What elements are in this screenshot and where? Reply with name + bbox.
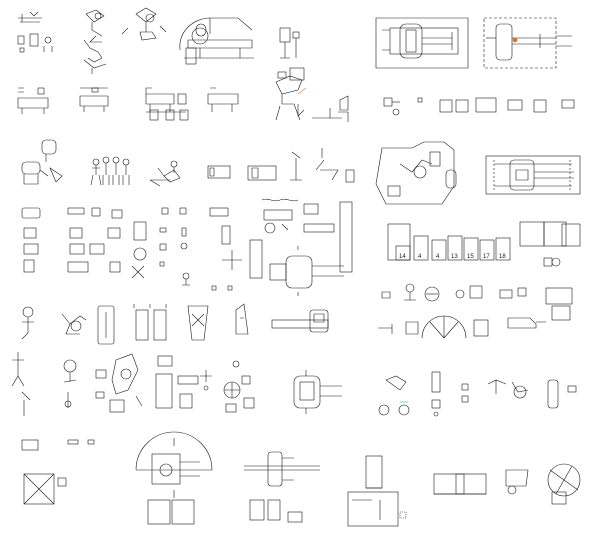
dental-operator-units [378, 375, 577, 416]
operating-theatre-plan [135, 431, 213, 525]
room-label-4: 15 [467, 254, 474, 260]
ct-gantry-with-cart [269, 201, 353, 296]
room-label-0: 14 [399, 254, 406, 260]
treatment-stations-row-6 [155, 355, 212, 409]
prep-room-plan [433, 473, 487, 495]
ct-scanner-plan [485, 155, 581, 195]
bed-plans-row-3 [207, 165, 277, 181]
dental-units-row-6 [11, 352, 107, 416]
room-label-1: 4 [418, 254, 422, 260]
room-label-2: 4 [436, 254, 440, 260]
dental-chair-group-top-left [17, 11, 53, 53]
room-layout-bottom-left [21, 439, 95, 505]
anesthesia-cluster [223, 360, 255, 413]
room-label-3: 13 [451, 254, 458, 260]
dental-chair-top-view [109, 353, 143, 413]
arc-surgical-light [378, 315, 546, 339]
dental-chair-side-orange [275, 75, 307, 121]
operating-table-with-light [244, 451, 320, 523]
dental-chair-silhouettes [297, 95, 349, 122]
small-equipment-row-2 [383, 97, 575, 116]
room-label-5: 17 [483, 254, 490, 260]
iv-poles-and-tables [290, 148, 355, 183]
treatment-couches-row [17, 87, 239, 121]
dental-suite-plan [505, 463, 581, 505]
staff-figures [90, 156, 130, 186]
room-number-labels: 14 4 4 13 15 17 18 [399, 254, 506, 260]
furniture-grid-row-4 [67, 207, 147, 279]
surgical-light-pendant [271, 309, 329, 333]
wall-fixtures [209, 207, 263, 291]
ct-scanner-room-1 [375, 17, 469, 69]
dental-stools-and-chairs [21, 306, 87, 340]
ct-scanner-table [293, 370, 342, 414]
dental-units-row-5 [381, 283, 573, 321]
c-arm-xray-large [179, 17, 254, 65]
dental-unit-perspective [121, 7, 167, 41]
dental-chair-plan [21, 139, 63, 185]
treatment-rooms-numbered [387, 221, 581, 267]
operating-tables-plan [97, 303, 249, 345]
small-fixtures-grid [159, 207, 190, 286]
ct-scanner-room-2 [483, 17, 572, 69]
cabinet-stack-left [21, 207, 41, 273]
iv-stand-stack [277, 27, 305, 81]
kitchen-sink-unit [261, 198, 335, 234]
room-label-6: 18 [499, 254, 506, 260]
surgical-lights-perspective [149, 160, 181, 187]
procedure-room-plan [347, 455, 407, 527]
dental-chair-perspective [83, 9, 107, 74]
c-arm-room-plan [375, 141, 457, 205]
column-fixtures [431, 371, 469, 417]
